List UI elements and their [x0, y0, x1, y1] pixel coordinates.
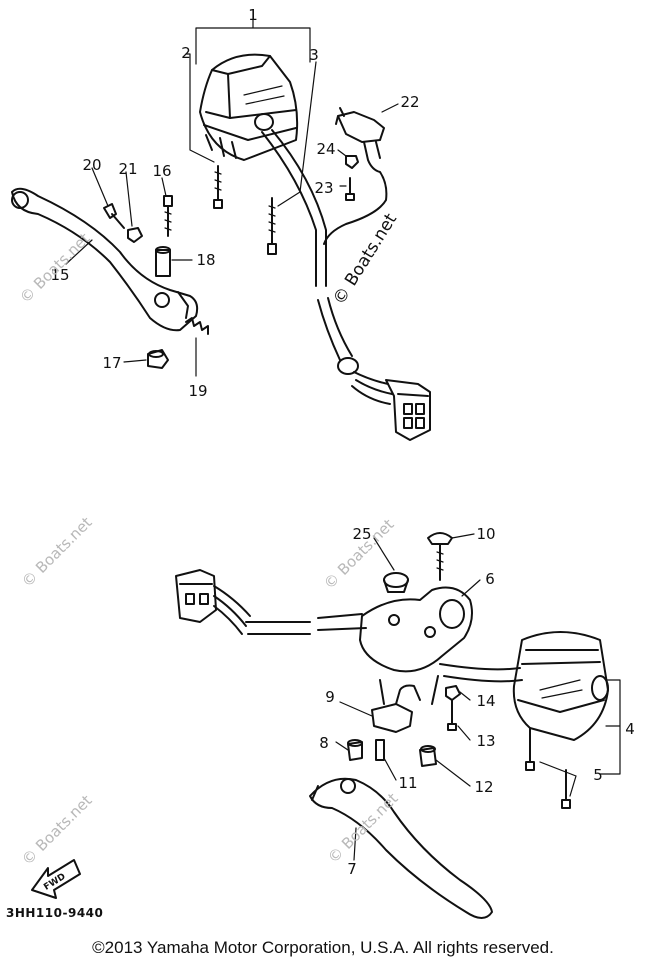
callout-21: 21	[118, 160, 137, 178]
wire-harness-bottom	[175, 569, 523, 683]
callout-16: 16	[152, 162, 171, 180]
callout-13: 13	[476, 732, 495, 750]
callout-20: 20	[82, 156, 101, 174]
watermark-left-bottom: © Boats.net	[18, 791, 96, 869]
screw-23	[345, 177, 355, 201]
callout-10: 10	[476, 525, 495, 543]
watermarks: © Boats.net © Boats.net © Boats.net © Bo…	[16, 210, 402, 869]
callout-5: 5	[593, 766, 603, 784]
callout-8: 8	[319, 734, 329, 752]
fwd-arrow	[31, 859, 81, 899]
callout-22: 22	[400, 93, 419, 111]
screws-5	[525, 727, 571, 809]
collar-18	[155, 246, 171, 277]
callout-19: 19	[188, 382, 207, 400]
bolt-10	[427, 532, 453, 581]
nut-14	[445, 685, 461, 701]
leader-lines	[65, 9, 621, 861]
bolt-20	[103, 203, 125, 229]
callout-6: 6	[485, 570, 495, 588]
callout-24: 24	[316, 140, 335, 158]
screw-2	[213, 165, 223, 209]
callout-labels: 1 2 3 4 5 6 7 8 9 10 11 12 13 14 15 16 1…	[50, 6, 634, 878]
cap-17	[147, 349, 169, 369]
callout-1: 1	[248, 6, 258, 24]
callout-25: 25	[352, 525, 371, 543]
watermark-left-top: © Boats.net	[16, 229, 94, 307]
callout-23: 23	[314, 179, 333, 197]
callout-17: 17	[102, 354, 121, 372]
watermark-left-mid: © Boats.net	[18, 513, 96, 591]
callout-9: 9	[325, 688, 335, 706]
callout-11: 11	[398, 774, 417, 792]
screw-3	[267, 197, 277, 255]
clutch-lever-holder	[359, 586, 473, 673]
callout-18: 18	[196, 251, 215, 269]
callout-2: 2	[181, 44, 191, 62]
callout-4: 4	[625, 720, 635, 738]
callout-15: 15	[50, 266, 69, 284]
watermark-main: © Boats.net	[329, 210, 401, 309]
wire-harness-top	[261, 129, 431, 441]
part-code: 3HH110-9440	[6, 906, 104, 920]
callout-7: 7	[347, 860, 357, 878]
collar-8	[347, 739, 363, 761]
callout-3: 3	[309, 46, 319, 64]
front-brake-switch	[323, 107, 388, 245]
cap-25	[383, 572, 409, 593]
clutch-lever-7	[309, 777, 493, 919]
handlebar-switch-top	[199, 53, 299, 161]
spring-19	[185, 317, 209, 335]
brake-lever-top	[11, 187, 199, 332]
bolt-11	[375, 739, 385, 761]
nut-24	[345, 155, 359, 169]
callout-14: 14	[476, 692, 495, 710]
callout-12: 12	[474, 778, 493, 796]
bolt-16	[163, 195, 173, 237]
nut-21	[127, 227, 143, 243]
copyright-notice: ©2013 Yamaha Motor Corporation, U.S.A. A…	[92, 938, 554, 957]
handlebar-switch-bottom	[512, 631, 609, 741]
screw-13	[447, 699, 457, 731]
cap-12	[419, 745, 437, 767]
clutch-switch-9	[371, 675, 439, 733]
